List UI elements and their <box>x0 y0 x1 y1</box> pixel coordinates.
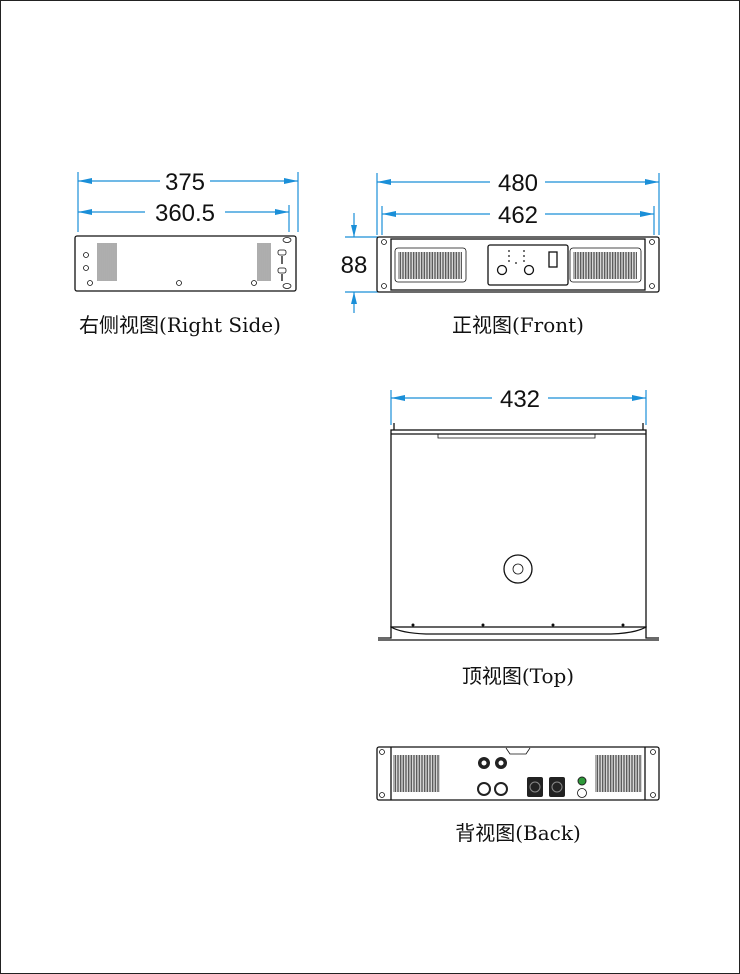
dimension-label: 432 <box>500 386 540 413</box>
dimension-432: 432 <box>390 386 647 425</box>
power-switch <box>548 251 558 268</box>
xlr-inputs <box>527 777 565 797</box>
back-panel <box>376 746 660 801</box>
caption-right-side: 右侧视图(Right Side) <box>79 313 281 337</box>
caption-front: 正视图(Front) <box>452 313 584 337</box>
ground-terminal <box>577 776 587 786</box>
dimension-360-5: 360.5 <box>78 200 290 232</box>
dimension-88: 88 <box>341 213 378 313</box>
dimension-label: 462 <box>498 202 538 229</box>
volume-knob <box>496 264 508 276</box>
top-view: 432 顶视图(Top) <box>378 386 659 688</box>
dimension-label: 360.5 <box>155 200 215 227</box>
front-panel <box>376 236 660 293</box>
vent-grille <box>97 243 271 281</box>
volume-knob <box>523 264 535 276</box>
dimension-label: 88 <box>341 252 368 279</box>
control-panel <box>487 244 569 286</box>
dimension-label: 375 <box>165 169 205 196</box>
vent-grille <box>393 755 642 792</box>
dimension-label: 480 <box>498 170 538 197</box>
dimension-462: 462 <box>381 202 655 235</box>
caption-back: 背视图(Back) <box>455 821 581 845</box>
vent-grille <box>398 252 637 279</box>
side-panel <box>74 235 297 292</box>
top-panel <box>390 429 647 628</box>
dimension-480: 480 <box>376 170 660 235</box>
speakon-outputs <box>477 757 508 796</box>
dimension-375: 375 <box>77 169 299 232</box>
fan-opening <box>503 554 533 584</box>
front-view: 480 462 88 正视图(Front) <box>341 170 660 337</box>
caption-top: 顶视图(Top) <box>462 664 574 688</box>
power-inlet <box>577 788 587 798</box>
back-view: 背视图(Back) <box>376 746 660 845</box>
right-side-view: 375 360.5 右侧视图(Right Side) <box>74 169 299 337</box>
